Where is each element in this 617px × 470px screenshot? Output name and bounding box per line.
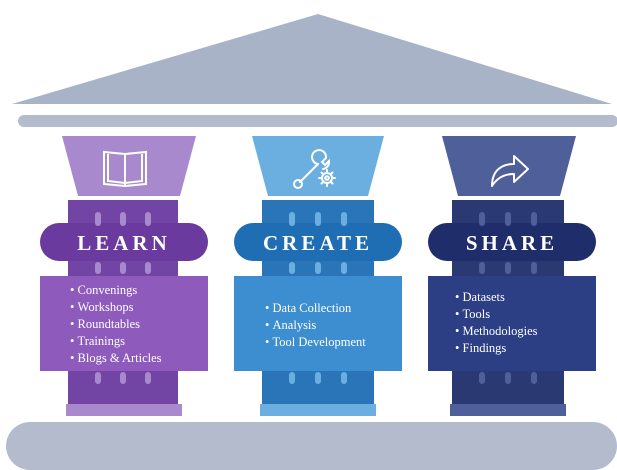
list-item: Analysis xyxy=(265,317,366,334)
list-item: Workshops xyxy=(70,299,162,316)
list-item: Tools xyxy=(455,306,538,323)
list-item: Tool Development xyxy=(265,334,366,351)
create-flutes xyxy=(289,212,347,384)
list-item: Methodologies xyxy=(455,323,538,340)
book-icon xyxy=(103,150,147,188)
create-list: Data Collection Analysis Tool Developmen… xyxy=(265,300,366,351)
roof-beam xyxy=(18,115,617,127)
list-item: Roundtables xyxy=(70,316,162,333)
share-list: Datasets Tools Methodologies Findings xyxy=(455,289,538,357)
learn-foot xyxy=(66,404,182,416)
share-flutes xyxy=(479,212,537,384)
temple-roof xyxy=(12,14,612,104)
learn-flutes xyxy=(95,212,151,384)
list-item: Blogs & Articles xyxy=(70,350,162,367)
create-capital xyxy=(252,136,384,196)
create-title: CREATE xyxy=(263,231,373,255)
pillar-share xyxy=(428,136,596,416)
learn-capital xyxy=(62,136,196,196)
wrench-gear-icon xyxy=(293,149,336,189)
create-label-pill xyxy=(234,223,402,261)
share-title: SHARE xyxy=(465,231,559,255)
share-label-pill xyxy=(428,223,596,261)
share-arrow-icon xyxy=(491,155,529,187)
list-item: Trainings xyxy=(70,333,162,350)
pillar-learn xyxy=(40,136,208,416)
create-foot xyxy=(260,404,376,416)
list-item: Convenings xyxy=(70,282,162,299)
temple-base xyxy=(6,422,617,470)
learn-list: Convenings Workshops Roundtables Trainin… xyxy=(70,282,162,367)
pillar-create xyxy=(234,136,402,416)
learn-label-pill xyxy=(40,223,208,261)
learn-title: LEARN xyxy=(77,231,171,255)
share-capital xyxy=(442,136,576,196)
list-item: Datasets xyxy=(455,289,538,306)
list-item: Findings xyxy=(455,340,538,357)
list-item: Data Collection xyxy=(265,300,366,317)
share-foot xyxy=(450,404,566,416)
